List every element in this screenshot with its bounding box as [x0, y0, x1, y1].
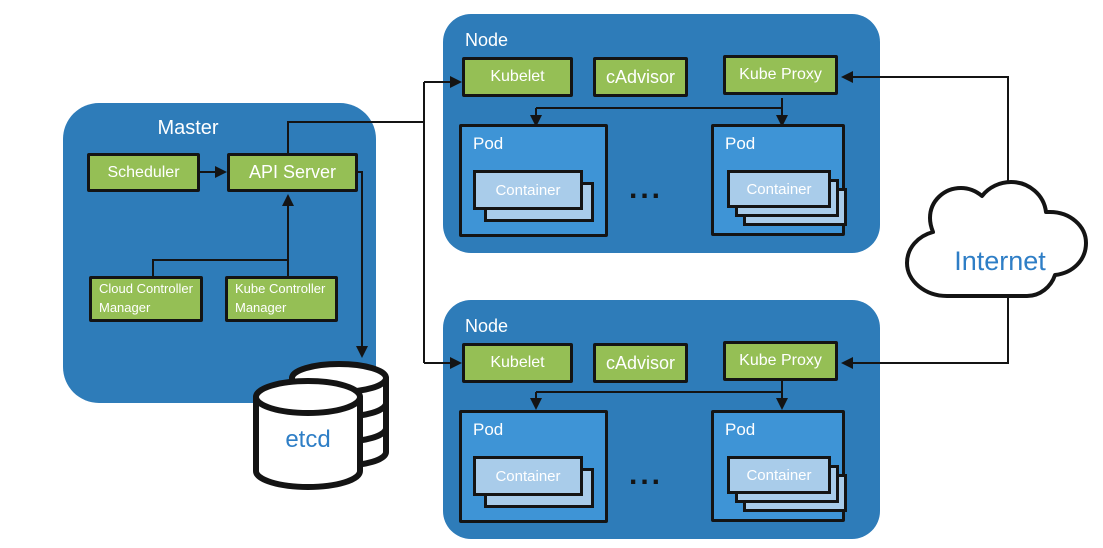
- internet-cloud-icon: [905, 180, 1088, 298]
- container-box: Container: [727, 456, 831, 494]
- cloud-controller-manager-box: Cloud Controller Manager: [89, 276, 203, 322]
- node-1-box: Node Kubelet cAdvisor Kube Proxy Pod Con…: [443, 14, 880, 253]
- api-server-box: API Server: [227, 153, 358, 192]
- container-box: Container: [473, 456, 583, 496]
- node-2-pod-right: Pod Container: [711, 410, 847, 522]
- kube-controller-manager-box: Kube Controller Manager: [225, 276, 338, 322]
- node-1-pod-left: Pod Container: [459, 124, 608, 237]
- etcd-label: etcd: [285, 426, 331, 453]
- node-2-pod-left: Pod Container: [459, 410, 608, 523]
- node-2-kubelet-box: Kubelet: [462, 343, 573, 383]
- node-2-cadvisor-box: cAdvisor: [593, 343, 688, 383]
- master-title: Master: [157, 117, 219, 139]
- container-box: Container: [727, 170, 831, 208]
- container-stack: Container: [727, 456, 849, 518]
- pod-title: Pod: [473, 134, 504, 153]
- master-box: Master Scheduler API Server Cloud Contro…: [63, 103, 376, 403]
- node-1-title: Node: [465, 30, 509, 50]
- node-1-kube-proxy-box: Kube Proxy: [723, 55, 838, 95]
- node-2-title: Node: [465, 316, 509, 336]
- node-1-kubelet-box: Kubelet: [462, 57, 573, 97]
- pod-title: Pod: [725, 134, 756, 153]
- container-stack: Container: [473, 456, 605, 520]
- internet-label: Internet: [954, 246, 1046, 276]
- node-1-cadvisor-box: cAdvisor: [593, 57, 688, 97]
- node-1-pod-right: Pod Container: [711, 124, 847, 236]
- container-stack: Container: [473, 170, 605, 234]
- node-2-box: Node Kubelet cAdvisor Kube Proxy Pod Con…: [443, 300, 880, 539]
- pod-title: Pod: [725, 420, 756, 439]
- pods-ellipsis: ...: [629, 172, 664, 205]
- etcd-database-icon: [253, 361, 389, 490]
- node-2-kube-proxy-box: Kube Proxy: [723, 341, 838, 381]
- pod-title: Pod: [473, 420, 504, 439]
- container-box: Container: [473, 170, 583, 210]
- container-stack: Container: [727, 170, 849, 232]
- pods-ellipsis: ...: [629, 458, 664, 491]
- scheduler-box: Scheduler: [87, 153, 200, 192]
